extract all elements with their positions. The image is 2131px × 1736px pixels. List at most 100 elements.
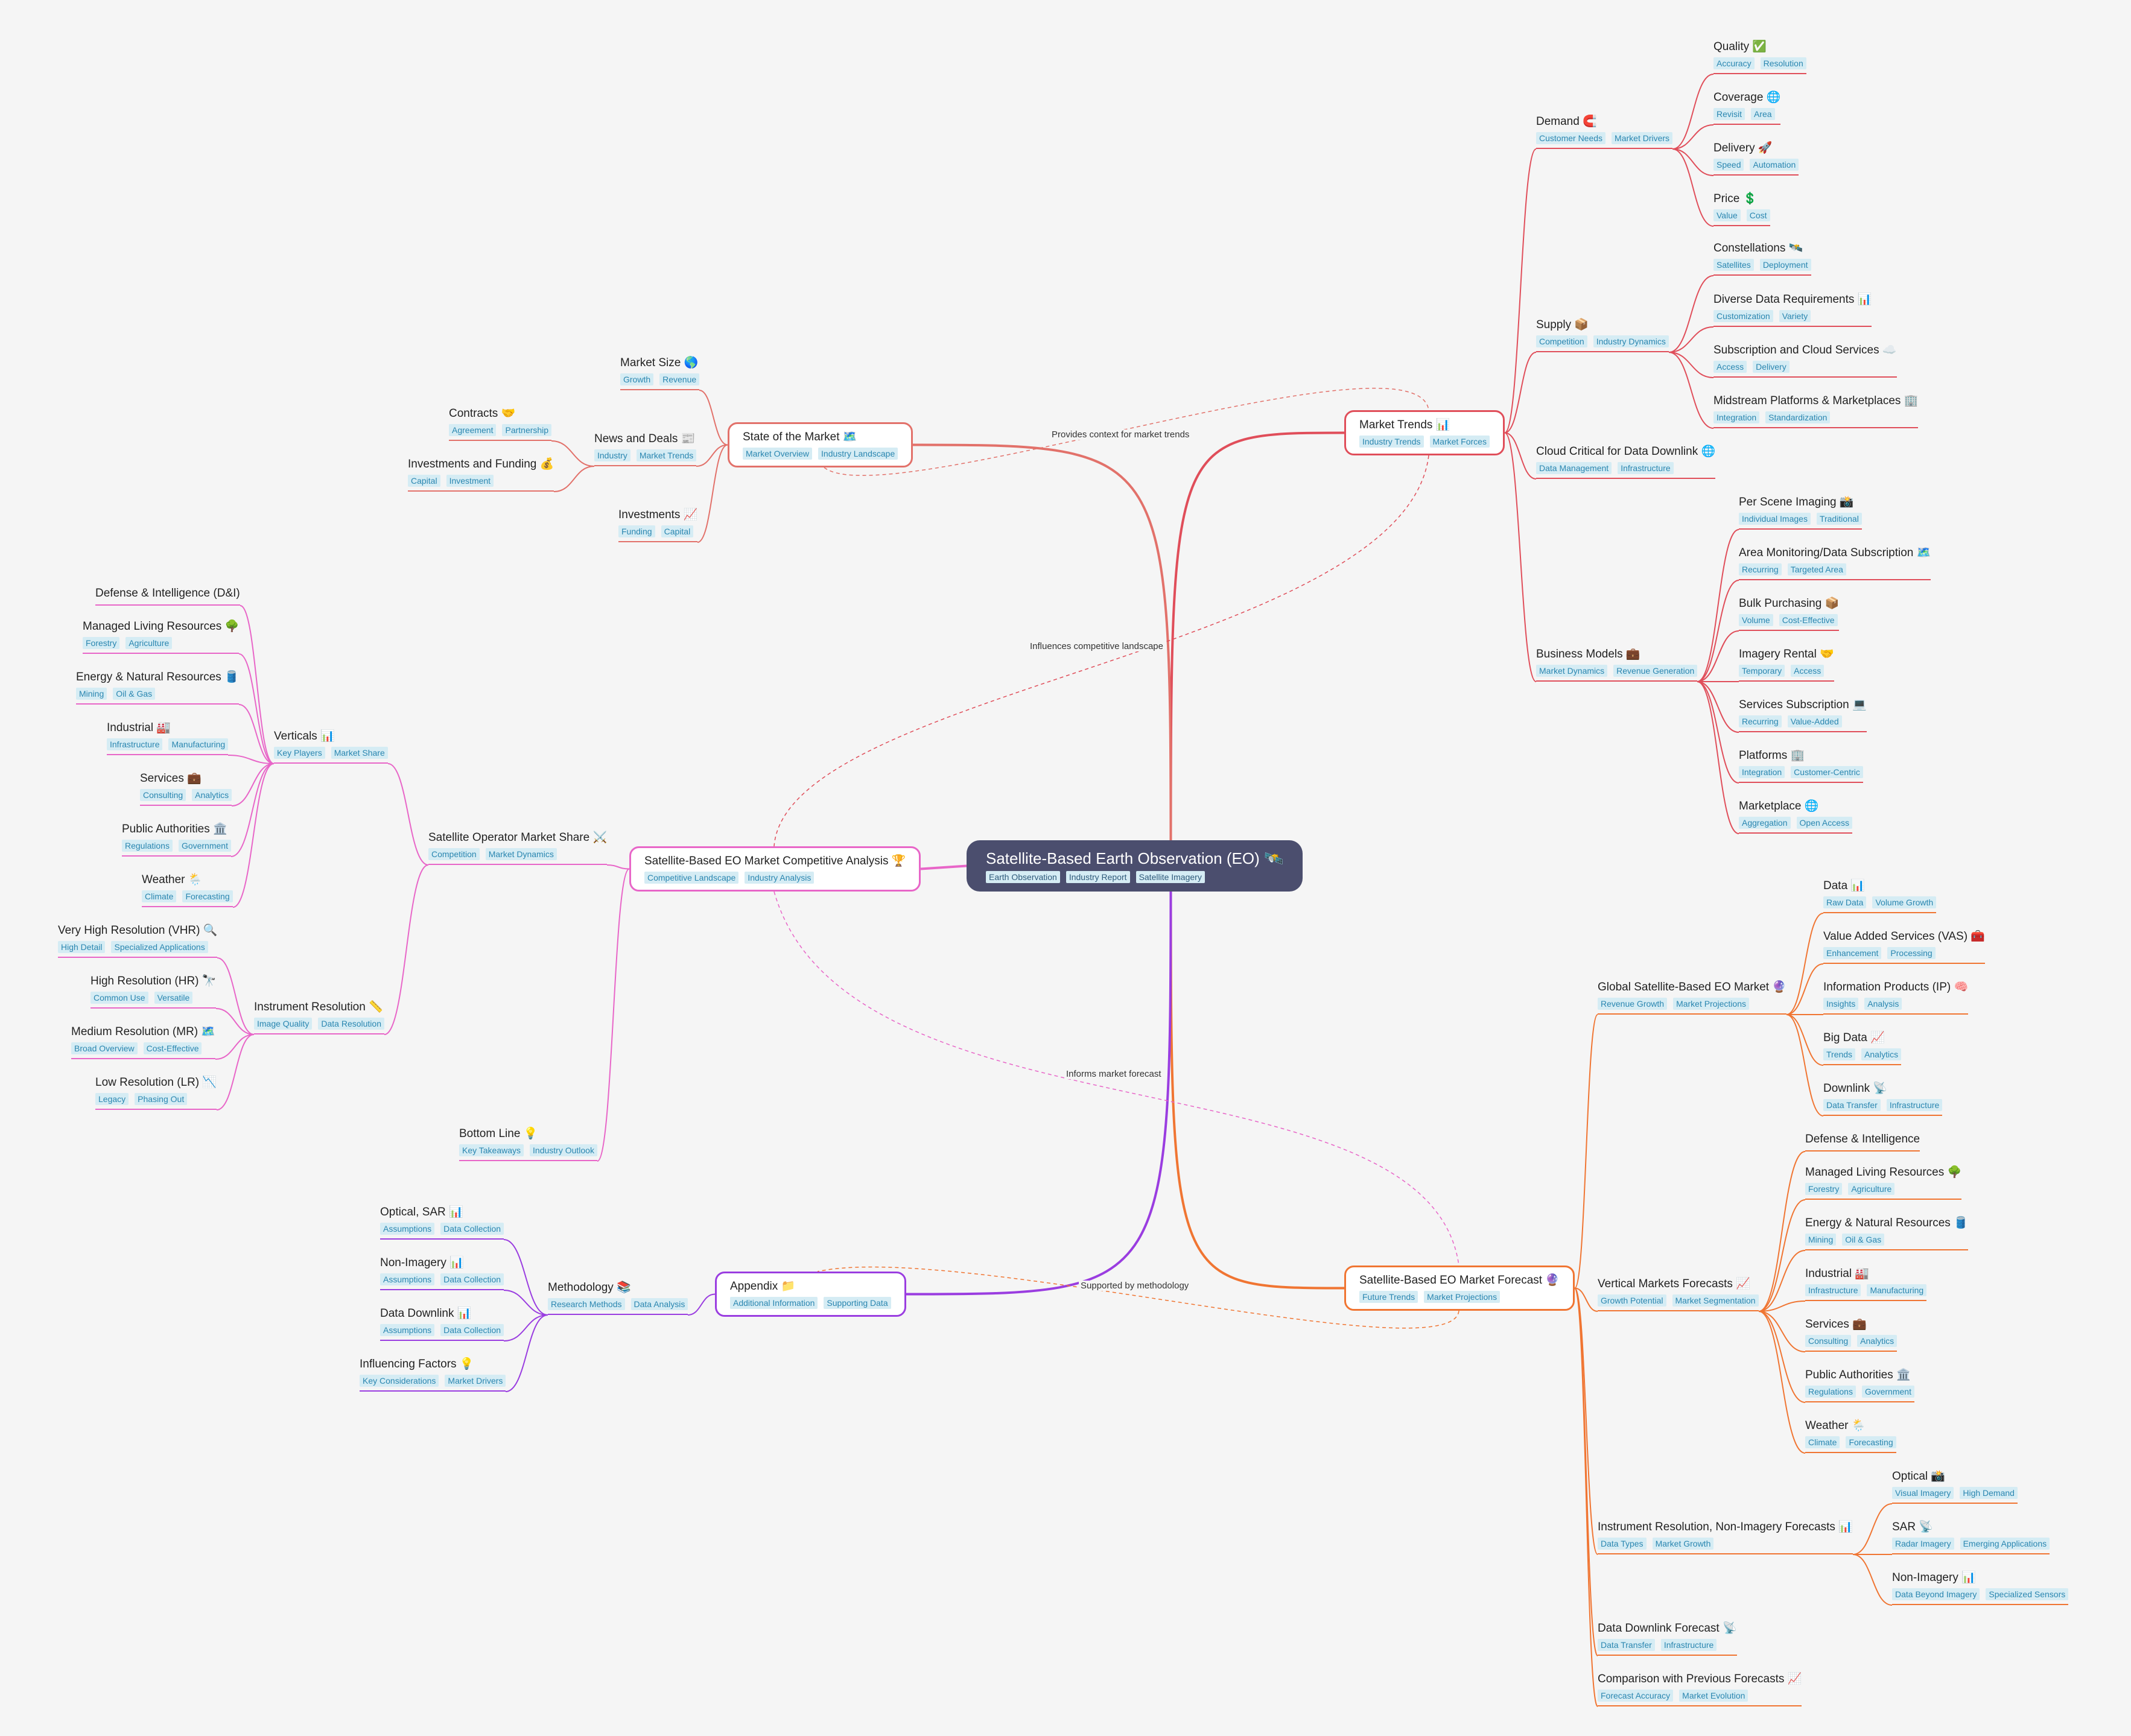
tag[interactable]: Additional Information [730, 1297, 818, 1309]
tag[interactable]: Common Use [91, 992, 148, 1004]
tag[interactable]: Data Analysis [630, 1298, 688, 1310]
tag[interactable]: Speed [1713, 159, 1744, 171]
tag[interactable]: Data Transfer [1823, 1099, 1881, 1111]
tag[interactable]: Specialized Applications [111, 941, 208, 953]
tag[interactable]: Competition [1536, 335, 1587, 347]
tag[interactable]: Value-Added [1787, 715, 1842, 727]
tag[interactable]: Visual Imagery [1892, 1487, 1954, 1499]
tag[interactable]: Partnership [502, 424, 552, 436]
tag[interactable]: Oil & Gas [113, 688, 156, 700]
tag[interactable]: Value [1713, 209, 1741, 221]
tag[interactable]: Supporting Data [824, 1297, 891, 1309]
tag[interactable]: Competitive Landscape [644, 872, 739, 884]
tag[interactable]: Market Drivers [445, 1375, 506, 1387]
tag[interactable]: Customization [1713, 310, 1773, 322]
tag[interactable]: Industry [594, 449, 630, 461]
tag[interactable]: Industry Landscape [818, 448, 898, 460]
tag[interactable]: Targeted Area [1787, 563, 1846, 575]
tag[interactable]: Insights [1823, 998, 1859, 1010]
tag[interactable]: Individual Images [1739, 513, 1811, 525]
node-root[interactable]: Satellite-Based Earth Observation (EO) 🛰… [967, 840, 1303, 892]
tag[interactable]: Traditional [1816, 513, 1862, 525]
tag[interactable]: Aggregation [1739, 817, 1791, 829]
tag[interactable]: Market Overview [743, 448, 813, 460]
tag[interactable]: Delivery [1753, 361, 1790, 373]
node-midstream[interactable]: Midstream Platforms & Marketplaces 🏢Inte… [1713, 394, 1919, 428]
tag[interactable]: Government [1861, 1386, 1914, 1398]
tag[interactable]: Radar Imagery [1892, 1538, 1954, 1550]
tag[interactable]: Investment [446, 475, 494, 487]
tag[interactable]: Analytics [192, 789, 232, 801]
tag[interactable]: Standardization [1765, 411, 1831, 423]
tag[interactable]: Infrastructure [107, 738, 163, 750]
tag[interactable]: Market Growth [1652, 1538, 1714, 1550]
tag[interactable]: Industry Dynamics [1593, 335, 1669, 347]
tag[interactable]: Infrastructure [1805, 1284, 1861, 1296]
tag[interactable]: Specialized Sensors [1986, 1588, 2069, 1600]
tag[interactable]: Data Beyond Imagery [1892, 1588, 1980, 1600]
tag[interactable]: Consulting [1805, 1335, 1852, 1347]
tag[interactable]: Forecasting [1846, 1436, 1896, 1448]
tag[interactable]: Volume [1739, 614, 1773, 626]
tag[interactable]: Manufacturing [168, 738, 229, 750]
tag[interactable]: Agriculture [1848, 1183, 1895, 1195]
tag[interactable]: Deployment [1759, 259, 1811, 271]
tag[interactable]: Infrastructure [1618, 462, 1674, 474]
node-instr-fc[interactable]: Instrument Resolution, Non-Imagery Forec… [1598, 1520, 1853, 1554]
tag[interactable]: Customer-Centric [1791, 766, 1863, 778]
tag[interactable]: Market Forces [1429, 436, 1490, 448]
tag[interactable]: Satellite Imagery [1135, 871, 1205, 883]
tag[interactable]: Trends [1823, 1048, 1856, 1060]
tag[interactable]: Industry Outlook [530, 1144, 597, 1156]
tag[interactable]: Future Trends [1359, 1291, 1418, 1303]
tag[interactable]: Market Trends [636, 449, 697, 461]
node-competitive[interactable]: Satellite-Based EO Market Competitive An… [629, 846, 921, 892]
tag[interactable]: Cost [1746, 209, 1770, 221]
tag[interactable]: Image Quality [254, 1018, 313, 1030]
tag[interactable]: Forestry [83, 637, 120, 649]
node-cloud-critical[interactable]: Cloud Critical for Data Downlink 🌐Data M… [1536, 445, 1716, 479]
tag[interactable]: Customer Needs [1536, 132, 1606, 144]
tag[interactable]: Mining [76, 688, 107, 700]
tag[interactable]: Agreement [449, 424, 497, 436]
tag[interactable]: Access [1713, 361, 1747, 373]
tag[interactable]: Analysis [1864, 998, 1902, 1010]
tag[interactable]: Market Projections [1673, 998, 1749, 1010]
node-forecast[interactable]: Satellite-Based EO Market Forecast 🔮Futu… [1344, 1266, 1575, 1311]
tag[interactable]: Market Dynamics [485, 848, 557, 860]
tag[interactable]: Industry Trends [1359, 436, 1424, 448]
tag[interactable]: Regulations [1805, 1386, 1856, 1398]
tag[interactable]: Revenue Growth [1598, 998, 1668, 1010]
node-comparison[interactable]: Comparison with Previous Forecasts 📈Fore… [1598, 1672, 1802, 1706]
tag[interactable]: Forestry [1805, 1183, 1843, 1195]
node-diverse[interactable]: Diverse Data Requirements 📊Customization… [1713, 293, 1872, 327]
tag[interactable]: High Demand [1960, 1487, 2018, 1499]
